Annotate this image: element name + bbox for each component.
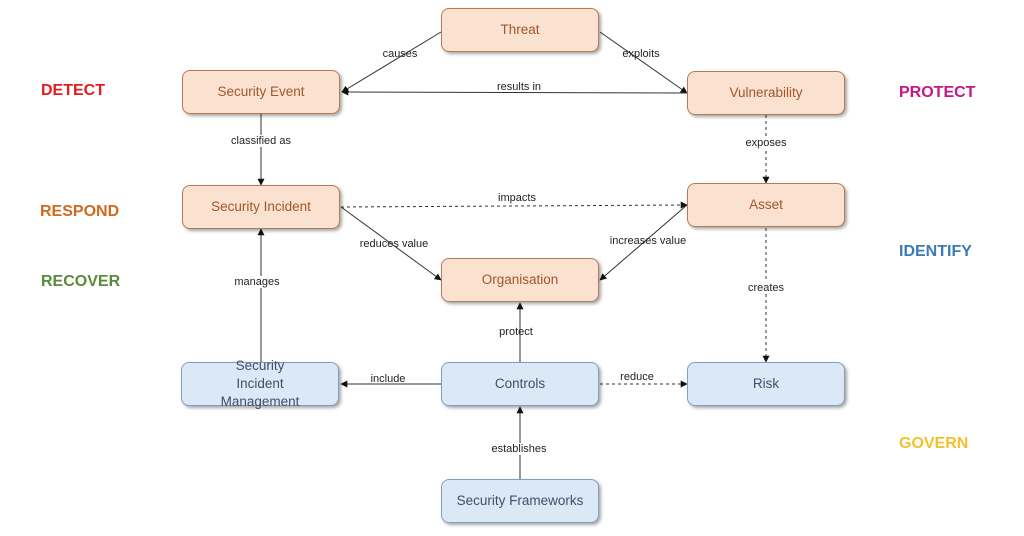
function-label-govern: GOVERN: [899, 435, 969, 452]
node-security-incident[interactable]: Security Incident: [182, 185, 340, 229]
node-threat-label: Threat: [500, 22, 540, 37]
function-label-identify: IDENTIFY: [899, 243, 972, 260]
node-risk-label: Risk: [752, 376, 780, 391]
edge-label-include: include: [370, 373, 406, 385]
edge-label-classified-as: classified as: [231, 135, 291, 147]
edge-results-in: [341, 88, 688, 96]
node-organisation-label: Organisation: [481, 272, 559, 287]
node-asset[interactable]: Asset: [687, 183, 845, 227]
edge-label-manages: manages: [234, 276, 280, 288]
node-threat[interactable]: Threat: [441, 8, 599, 52]
edge-label-exploits: exploits: [622, 48, 660, 60]
node-vulnerability-label: Vulnerability: [729, 85, 803, 100]
node-vulnerability[interactable]: Vulnerability: [687, 71, 845, 115]
edge-impacts: [340, 201, 688, 209]
edge-label-reduces-value: reduces value: [359, 238, 429, 250]
edge-label-establishes: establishes: [491, 443, 547, 455]
edge-causes: [341, 31, 442, 93]
edge-exploits: [599, 31, 688, 94]
node-security-event[interactable]: Security Event: [182, 70, 340, 114]
edge-label-causes: causes: [382, 48, 418, 60]
edge-label-reduce: reduce: [620, 371, 654, 383]
node-security-incident-label: Security Incident: [211, 199, 311, 214]
node-controls[interactable]: Controls: [441, 362, 599, 406]
edge-label-impacts: impacts: [498, 192, 536, 204]
edge-label-exposes: exposes: [745, 137, 787, 149]
edge-reduces-value: [340, 206, 442, 281]
edge-increases-value: [599, 204, 688, 281]
node-asset-label: Asset: [749, 197, 783, 212]
function-label-protect: PROTECT: [899, 84, 976, 101]
function-label-recover: RECOVER: [41, 273, 121, 290]
node-security-frameworks[interactable]: Security Frameworks: [441, 479, 599, 523]
node-risk[interactable]: Risk: [687, 362, 845, 406]
function-label-respond: RESPOND: [40, 203, 120, 220]
edge-label-protect: protect: [499, 326, 533, 338]
node-security-incident-management-label: Security Incident Management: [220, 358, 300, 409]
node-organisation[interactable]: Organisation: [441, 258, 599, 302]
node-security-frameworks-label: Security Frameworks: [456, 493, 584, 508]
edge-label-results-in: results in: [496, 81, 542, 93]
node-controls-label: Controls: [494, 376, 546, 391]
node-security-event-label: Security Event: [217, 84, 305, 99]
edge-label-creates: creates: [747, 282, 785, 294]
function-label-detect: DETECT: [41, 82, 105, 99]
edge-label-increases-value: increases value: [609, 235, 687, 247]
node-security-incident-management[interactable]: Security Incident Management: [181, 358, 339, 409]
